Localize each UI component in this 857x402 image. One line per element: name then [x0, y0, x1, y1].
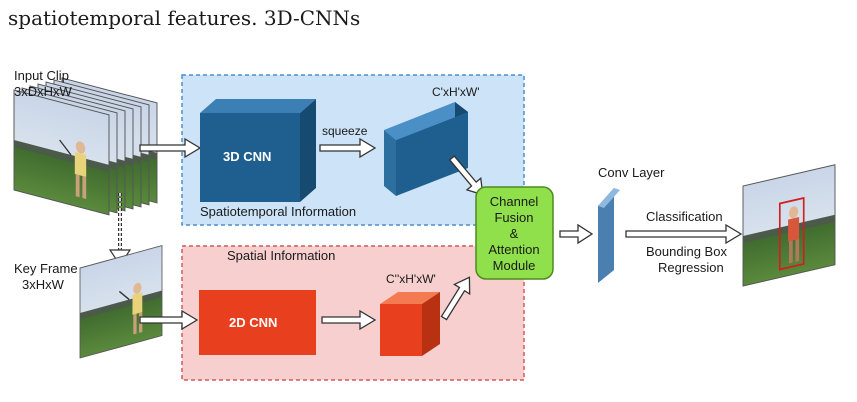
arrow-feat2d-to-fusion — [440, 276, 471, 321]
arrow-2dcnn-to-feat2d — [321, 309, 377, 331]
squeeze-label: squeeze — [322, 124, 368, 138]
spatial-label: Spatial Information — [227, 248, 335, 263]
arrow-feat3d-to-fusion — [448, 155, 484, 196]
cnn3d-label: 3D CNN — [223, 149, 271, 164]
fusion-label-line5: Module — [493, 258, 536, 273]
bbox-label-line1: Bounding Box — [646, 244, 727, 259]
fusion-label-line2: Fusion — [494, 210, 533, 225]
feature3d-cuboid — [384, 102, 468, 196]
arrow-clip-to-3dcnn — [139, 137, 202, 159]
feature2d-cuboid — [380, 292, 440, 356]
fusion-label-line4: Attention — [488, 242, 539, 257]
key-frame-image — [79, 244, 163, 359]
arrow-fusion-to-conv — [559, 223, 594, 245]
key-frame-dims: 3xHxW — [22, 277, 65, 292]
spatiotemporal-label: Spatiotemporal Information — [200, 204, 356, 219]
input-clip-dims: 3xDxHxW — [14, 84, 73, 99]
cnn2d-block — [199, 290, 316, 355]
output-frame-image — [742, 164, 836, 287]
fusion-label-line1: Channel — [490, 194, 539, 209]
arrow-squeeze — [319, 137, 377, 159]
bbox-label-line2: Regression — [658, 260, 724, 275]
conv-layer-label: Conv Layer — [598, 165, 665, 180]
input-clip-label: Input Clip — [14, 68, 69, 83]
conv-layer-block — [598, 188, 620, 283]
fusion-label-line3: & — [510, 226, 519, 241]
arrow-keyframe-to-2dcnn — [139, 309, 199, 331]
feat3d-dims: C'xH'xW' — [432, 85, 480, 99]
fusion-module — [475, 186, 554, 280]
arrow-conv-to-output — [625, 223, 743, 245]
input-clip-stack — [13, 77, 158, 216]
bounding-box — [778, 196, 805, 271]
key-frame-label: Key Frame — [14, 261, 78, 276]
caption-text: spatiotemporal features. 3D-CNNs — [8, 6, 361, 30]
classification-label: Classification — [646, 209, 723, 224]
cnn3d-block — [200, 99, 316, 202]
feat2d-dims: C''xH'xW' — [386, 272, 436, 286]
cnn2d-label: 2D CNN — [229, 315, 277, 330]
